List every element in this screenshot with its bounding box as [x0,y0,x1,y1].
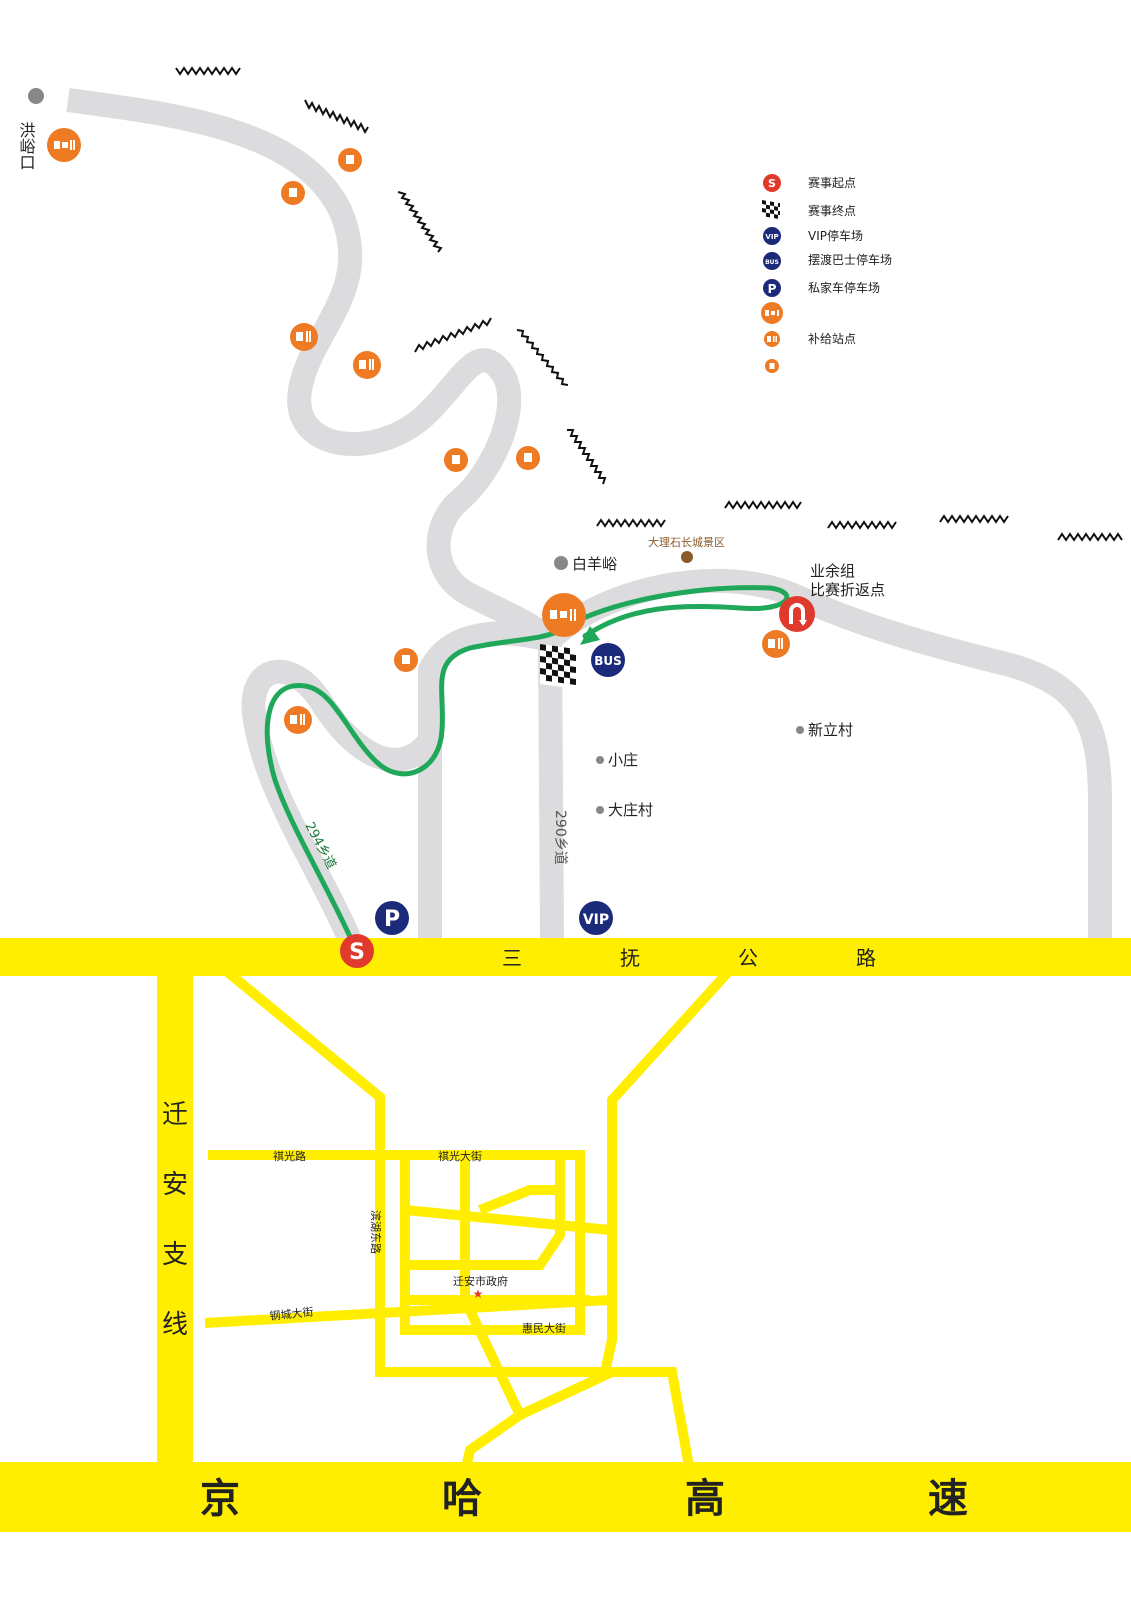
scenic-dot [681,551,693,563]
qianan-char: 线 [162,1310,188,1340]
sanfu-road-label: 三 抚 公 路 [502,946,876,970]
gangcheng-label: 钢城大街 [269,1304,314,1323]
svg-text:S: S [768,177,776,190]
supply-station-small-icon[interactable] [516,446,540,470]
sanfu-road [0,938,1131,976]
legend-parking-label: 私家车停车场 [808,280,880,295]
street-labels: 祺光路 祺光大街 滨湖东路 钢城大街 惠民大街 迁安市政府 [269,1149,566,1335]
vip-badge-text: VIP [583,912,609,928]
turnaround-badge[interactable] [779,596,815,632]
supply-station-large-icon[interactable] [47,128,81,162]
xiaozhuang-dot [596,756,604,764]
jingha-expressway [0,1462,1131,1532]
place-dots [28,88,804,814]
xiaozhuang-label: 小庄 [608,751,638,769]
qianan-char: 安 [162,1170,188,1200]
xinlicun-dot [796,726,804,734]
legend-supply-small-icon [765,359,779,373]
sanfu-char: 公 [738,946,758,970]
jingha-char: 京 [200,1476,240,1522]
supply-station-small-icon[interactable] [444,448,468,472]
jingha-char: 哈 [442,1476,482,1522]
supply-station-large-icon[interactable] [542,593,586,637]
legend-finish-label: 赛事终点 [808,203,856,218]
legend-supply-large-icon [761,302,783,324]
baiyangyu-dot [554,556,568,570]
supply-station-medium-icon[interactable] [762,630,790,658]
great-wall-segments [175,66,1123,542]
sanfu-char: 三 [502,946,522,970]
legend-finish-icon [762,200,780,222]
hongyukou-dot [28,88,44,104]
mountain-roads [66,88,1112,945]
svg-text:P: P [768,282,777,296]
legend-supply-label: 补给站点 [808,332,856,346]
start-badge-text: S [349,940,365,965]
legend-bus-label: 摆渡巴士停车场 [808,252,892,267]
vip-parking-badge[interactable]: VIP [579,901,613,935]
legend-start-icon: S [763,174,781,192]
svg-text:VIP: VIP [765,233,778,241]
legend-supply-medium-icon [764,331,780,347]
start-badge[interactable]: S [340,934,374,968]
sanfu-char: 路 [856,946,876,970]
legend-parking-icon: P [763,279,781,297]
supply-station-small-icon[interactable] [394,648,418,672]
qianan-char: 迁 [162,1100,188,1130]
finish-flag-icon[interactable] [540,644,576,690]
qianan-char: 支 [162,1240,188,1270]
legend-start-label: 赛事起点 [808,175,856,190]
u-turn-icon [789,603,805,624]
bus-badge-text: BUS [594,654,622,668]
legend: S 赛事起点 赛事终点 VIP VIP停车场 BUS 摆渡巴士停车场 P 私家车… [761,174,892,373]
turnaround-label-1: 业余组 [810,562,855,580]
parking-badge-text: P [384,907,400,932]
supply-station-medium-icon[interactable] [284,706,312,734]
jingha-road-label: 京 哈 高 速 [200,1476,968,1522]
supply-station-medium-icon[interactable] [290,323,318,351]
dazhuangcun-label: 大庄村 [608,801,653,819]
supply-station-small-icon[interactable] [281,181,305,205]
qianan-road-label: 迁 安 支 线 [162,1100,188,1340]
legend-vip-label: VIP停车场 [808,228,863,243]
xinlicun-label: 新立村 [808,721,853,739]
binhu-east-label: 滨湖东路 [369,1210,383,1254]
qiguang-road-label: 祺光路 [273,1149,306,1163]
city-roads [204,966,734,1474]
qianan-branch-road [157,970,193,1470]
turnaround-label-2: 比赛折返点 [810,581,885,599]
bus-parking-badge[interactable]: BUS [591,643,625,677]
sanfu-char: 抚 [620,946,640,970]
route-arrow-icon [580,626,600,645]
baiyangyu-label: 白羊峪 [572,555,617,573]
road-290-label: 290乡道 [552,810,568,865]
private-parking-badge[interactable]: P [375,901,409,935]
dazhuangcun-dot [596,806,604,814]
supply-stations [47,128,790,734]
jingha-char: 速 [928,1476,968,1522]
gov-star-icon: ★ [473,1287,484,1301]
supply-station-small-icon[interactable] [338,148,362,172]
jingha-char: 高 [685,1476,725,1522]
qiguang-street-label: 祺光大街 [438,1149,482,1163]
gov-label: 迁安市政府 [453,1274,508,1288]
huimin-label: 惠民大街 [522,1321,566,1335]
hongyukou-label: 洪峪口 [17,122,36,170]
supply-station-medium-icon[interactable] [353,351,381,379]
svg-text:BUS: BUS [765,259,779,266]
scenic-label: 大理石长城景区 [648,535,725,549]
legend-vip-icon: VIP [763,227,781,245]
legend-bus-icon: BUS [763,252,781,270]
